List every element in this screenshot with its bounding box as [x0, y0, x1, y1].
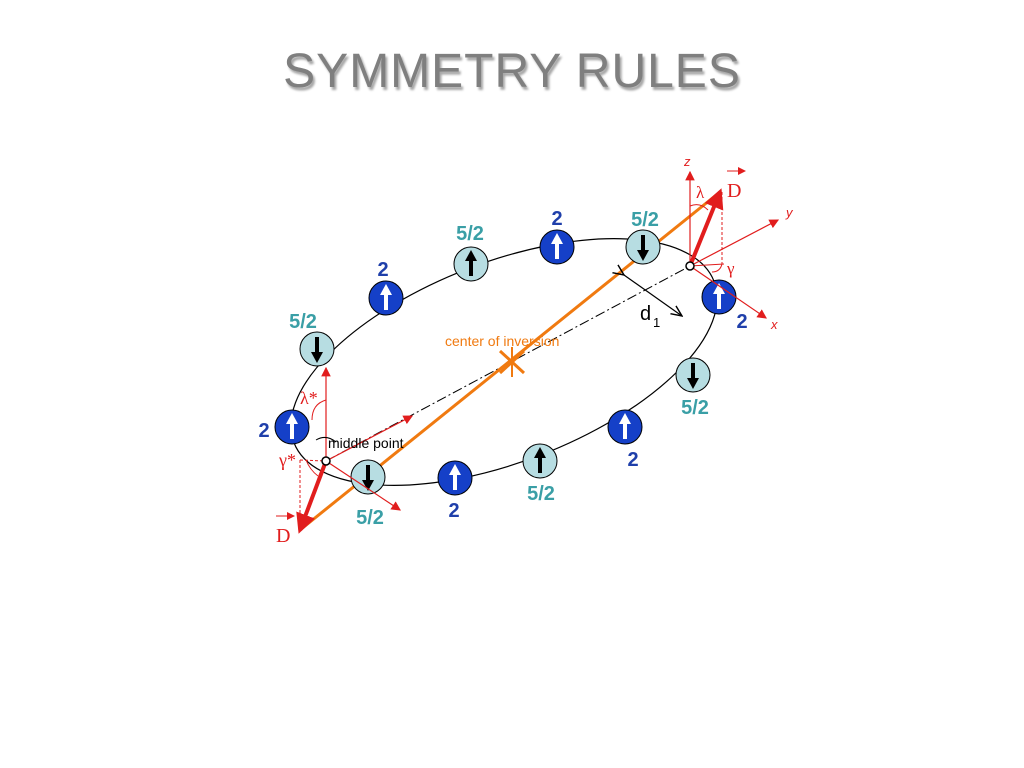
spin-arrow-head [551, 233, 563, 244]
spin-sites: 2 5/2 2 5/2 2 5/2 2 5/2 2 5/2 2 5/2 [258, 208, 747, 529]
spin-label: 2 [448, 500, 459, 522]
spin-arrow-head [465, 250, 477, 261]
center-of-inversion-marker [498, 347, 526, 377]
spin-arrow-head [449, 464, 461, 475]
spin-arrow-head [619, 413, 631, 424]
spin-label: 5/2 [527, 483, 555, 505]
gamma-star-label: γ* [278, 450, 296, 470]
spin-site: 5/2 [625, 209, 661, 265]
spin-arrow-head [286, 413, 298, 424]
spin-arrow-head [380, 284, 392, 295]
bottom-left-frame [296, 366, 414, 534]
spin-site: 5/2 [350, 459, 386, 529]
spin-site: 2 [607, 409, 643, 471]
spin-arrow-head [362, 480, 374, 491]
spin-label: 2 [627, 449, 638, 471]
spin-site: 5/2 [289, 311, 335, 367]
slide-title: SYMMETRY RULES [283, 45, 741, 98]
gamma-label: γ [726, 259, 735, 278]
spin-label: 5/2 [289, 311, 317, 333]
middle-point-label: middle point [328, 435, 404, 451]
spin-site: 2 [258, 409, 310, 445]
lambda-star-label: λ* [300, 388, 318, 408]
d1-subscript: 1 [653, 315, 660, 330]
ring-ellipse [290, 238, 718, 486]
spin-arrow-head [713, 283, 725, 294]
center-of-inversion-label: center of inversion [445, 333, 559, 349]
spin-label: 5/2 [681, 397, 709, 419]
spin-site: 2 [437, 460, 473, 522]
D-vector-label-bottom: D [276, 525, 290, 547]
spin-label: 5/2 [631, 209, 659, 231]
y-axis-label: y [785, 205, 794, 220]
d1-arrow [624, 275, 682, 316]
z-axis-label: z [683, 154, 691, 169]
spin-arrow-head [311, 352, 323, 363]
spin-site: 2 [368, 259, 404, 316]
x-axis-label: x [770, 317, 778, 332]
spin-site: 5/2 [675, 357, 711, 419]
spin-label: 2 [377, 259, 388, 281]
spin-label: 5/2 [356, 507, 384, 529]
spin-arrow-head [534, 447, 546, 458]
top-right-frame [685, 170, 780, 319]
spin-label: 5/2 [456, 223, 484, 245]
spin-site: 5/2 [453, 223, 489, 282]
spin-arrow-head [687, 378, 699, 389]
spin-label: 2 [551, 208, 562, 230]
d1-label: d [640, 303, 651, 325]
lambda-label: λ [696, 183, 705, 202]
spin-site: 2 [539, 208, 575, 265]
spin-site: 2 [701, 279, 748, 333]
spin-label: 2 [258, 420, 269, 442]
spin-site: 5/2 [522, 443, 558, 505]
spin-arrow-head [637, 250, 649, 261]
D-vector-label-top: D [727, 180, 741, 202]
spin-label: 2 [736, 311, 747, 333]
